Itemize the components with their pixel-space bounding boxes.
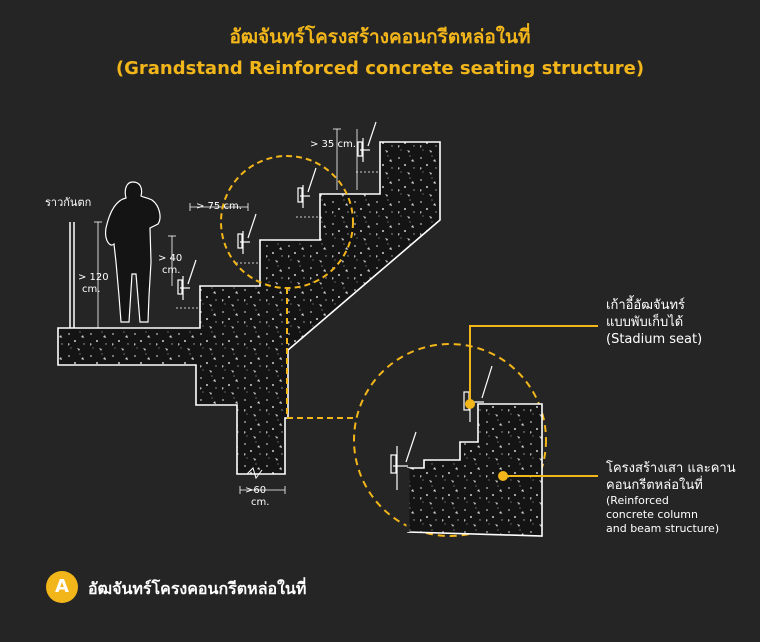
railing (69, 222, 75, 328)
seats-main (177, 121, 377, 300)
title-thai: อัฒจันทร์โครงสร้างคอนกรีตหล่อในที่ (229, 26, 531, 48)
dim-60-label: >60 (245, 485, 267, 496)
seat-leader (465, 325, 598, 409)
structure-label-en-1: (Reinforced (606, 494, 669, 507)
dim-40-label: > 40 (158, 253, 183, 264)
break-line (246, 467, 263, 480)
concrete-structure (57, 141, 441, 475)
seat-label-th-2: แบบพับเก็บได้ (606, 315, 684, 330)
structure-label-th-1: โครงสร้างเสา และคาน (606, 461, 736, 476)
dim-40-unit: cm. (162, 265, 181, 276)
person-silhouette (105, 181, 161, 323)
dim-75-label: > 75 cm. (196, 201, 242, 212)
step-risers (176, 171, 381, 328)
dimension-lines (94, 128, 358, 494)
seat-label-en: (Stadium seat) (606, 332, 703, 347)
dim-120-label: > 120 (78, 272, 109, 283)
dim-60-unit: cm. (251, 497, 270, 508)
zoom-connector (286, 288, 356, 419)
railing-label: ราวกันตก (45, 196, 92, 209)
seat-annotation: เก้าอี้อัฒจันทร์ แบบพับเก็บได้ (Stadium … (606, 297, 702, 348)
seat-label-th-1: เก้าอี้อัฒจันทร์ (606, 298, 686, 313)
structure-label-th-2: คอนกรีตหล่อในที่ (606, 478, 703, 493)
figure-badge: A (46, 571, 78, 603)
dim-35-label: > 35 cm. (310, 139, 356, 150)
structure-leader (498, 471, 598, 481)
structure-label-en-3: and beam structure) (606, 522, 720, 535)
dim-120-unit: cm. (82, 284, 101, 295)
figure-caption: อัฒจันทร์โครงคอนกรีตหล่อในที่ (88, 579, 307, 598)
structure-label-en-2: concrete column (606, 508, 698, 521)
structure-annotation: โครงสร้างเสา และคาน คอนกรีตหล่อในที่ (Re… (606, 460, 736, 536)
title-english: (Grandstand Reinforced concrete seating … (115, 58, 645, 79)
